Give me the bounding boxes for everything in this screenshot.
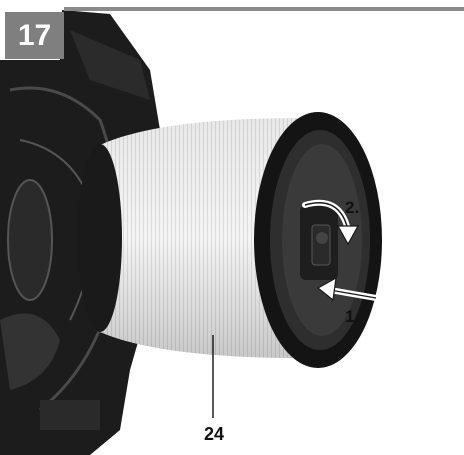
push-arrow-icon — [316, 276, 379, 302]
header-rule — [64, 7, 464, 11]
filter-cylinder — [78, 118, 300, 358]
step-1-label: 1. — [345, 307, 360, 326]
part-number-label: 24 — [204, 424, 225, 444]
step-2-label: 2. — [345, 198, 360, 217]
filter-end-cap — [254, 112, 382, 368]
figure-number-badge: 17 — [5, 12, 64, 59]
rotate-arrow-icon — [302, 199, 360, 246]
